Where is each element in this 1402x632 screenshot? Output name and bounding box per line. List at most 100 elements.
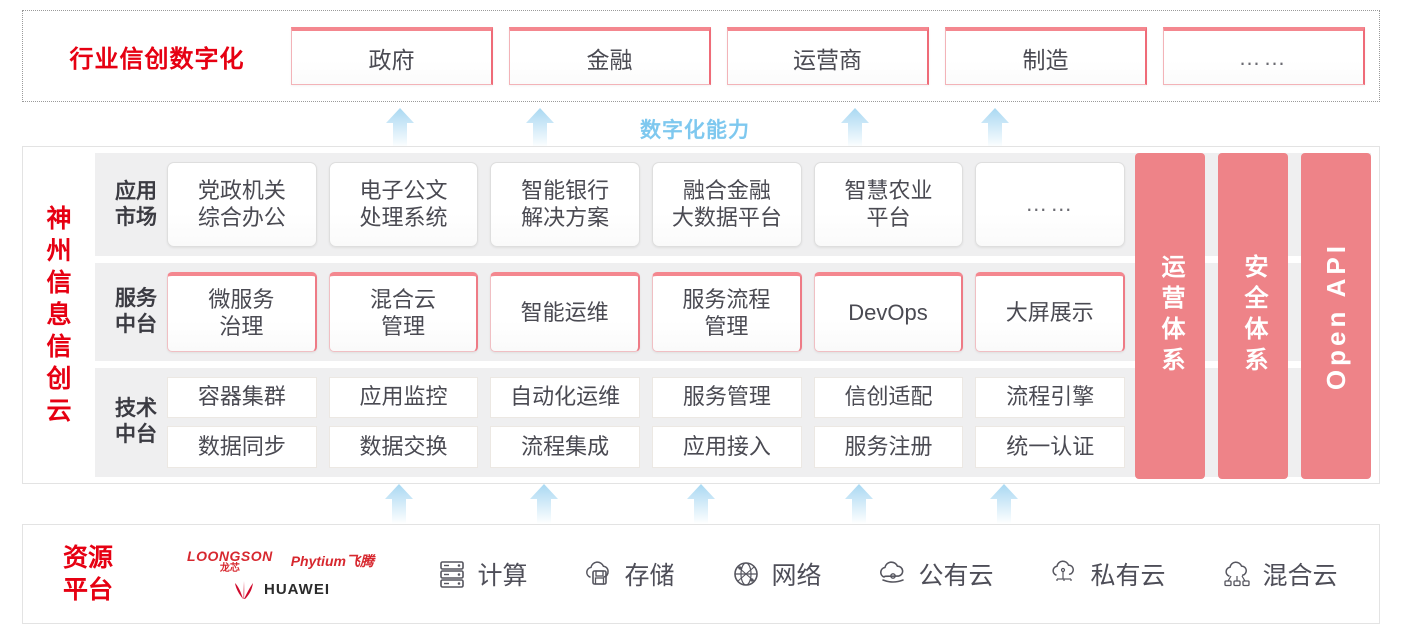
cell-line: 治理 <box>219 313 264 339</box>
cloud-title-char: 神 <box>46 205 72 233</box>
industry-box-finance[interactable]: 金融 <box>509 27 711 85</box>
up-arrow-icon <box>386 108 414 148</box>
resource-platform-title: 资源 平台 <box>23 542 153 607</box>
industry-box-manufacturing[interactable]: 制造 <box>945 27 1147 85</box>
industry-band-title: 行业信创数字化 <box>69 45 245 73</box>
resource-platform-section: 资源 平台 LOONGSON 龙芯 Phytium飞腾 HUAWEI <box>22 524 1380 624</box>
resource-item-private-cloud[interactable]: 私有云 <box>1048 556 1166 592</box>
up-arrow-icon <box>981 108 1009 148</box>
public-cloud-icon <box>880 561 905 583</box>
svc-cell-microservice-governance[interactable]: 微服务 治理 <box>167 272 317 352</box>
tech-cell-service-management[interactable]: 服务管理 <box>652 376 802 419</box>
layer-label-application-market: 应用 市场 <box>105 179 167 231</box>
huawei-petal-icon <box>235 580 253 599</box>
tech-cell-automated-ops[interactable]: 自动化运维 <box>490 376 641 419</box>
cloud-section-title: 神 州 信 息 信 创 云 <box>23 147 95 483</box>
upper-arrow-row <box>0 104 1402 148</box>
up-arrow-icon <box>385 484 413 524</box>
app-cell-edoc-system[interactable]: 电子公文 处理系统 <box>328 162 479 248</box>
svc-cell-large-screen-display[interactable]: 大屏展示 <box>975 272 1126 352</box>
vendor-row-top: LOONGSON 龙芯 Phytium飞腾 <box>187 549 374 574</box>
cell-line: 服务流程 <box>682 286 771 312</box>
layer-label-service-midplatform: 服务 中台 <box>105 286 167 338</box>
server-icon <box>440 561 465 588</box>
cell-line: 大数据平台 <box>671 204 782 230</box>
vendor-logo-group: LOONGSON 龙芯 Phytium飞腾 HUAWEI <box>153 549 408 600</box>
industry-box-more[interactable]: …… <box>1163 27 1365 85</box>
cell-line: 融合金融 <box>682 177 771 203</box>
tech-cell-process-engine[interactable]: 流程引擎 <box>975 376 1126 419</box>
layer-label-line: 中台 <box>115 313 157 337</box>
cell-line: 平台 <box>866 204 911 230</box>
huawei-logo: HUAWEI <box>231 580 330 600</box>
svc-cell-service-process-management[interactable]: 服务流程 管理 <box>652 272 802 352</box>
lower-arrow-row <box>0 484 1402 524</box>
resource-item-label: 公有云 <box>918 562 994 590</box>
tech-cell-service-registry[interactable]: 服务注册 <box>813 426 964 468</box>
pillar-open-api[interactable]: Open API <box>1301 153 1371 479</box>
industry-box-government[interactable]: 政府 <box>291 27 493 85</box>
cloud-section: 神 州 信 息 信 创 云 应用 市场 党政机关 综合办公 <box>22 146 1380 484</box>
cell-line: 党政机关 <box>197 177 286 203</box>
pillar-security-system[interactable]: 安全体系 <box>1218 153 1288 479</box>
cloud-layers: 应用 市场 党政机关 综合办公 电子公文 处理系统 <box>95 147 1379 483</box>
tech-cell-xinchuang-adaptation[interactable]: 信创适配 <box>813 376 964 419</box>
industry-box-carrier[interactable]: 运营商 <box>727 27 929 85</box>
hybrid-cloud-icon <box>1224 561 1251 587</box>
loongson-logo-text: LOONGSON <box>187 547 273 564</box>
cloud-title-char: 信 <box>46 269 72 297</box>
app-cell-more[interactable]: …… <box>975 162 1126 248</box>
up-arrow-icon <box>845 484 873 524</box>
pillar-label: 安全体系 <box>1240 254 1267 378</box>
cell-line: 智慧农业 <box>844 177 933 203</box>
tech-cell-data-exchange[interactable]: 数据交换 <box>328 426 479 468</box>
service-midplatform-cells: 微服务 治理 混合云 管理 智能运维 服务流程 <box>167 272 1361 352</box>
cell-line: 处理系统 <box>359 204 448 230</box>
resource-item-hybrid-cloud[interactable]: 混合云 <box>1220 556 1338 592</box>
cell-line: 解决方案 <box>521 204 610 230</box>
resource-item-storage[interactable]: 存储 <box>582 556 675 592</box>
tech-cell-unified-authentication[interactable]: 统一认证 <box>975 426 1126 468</box>
network-globe-icon <box>734 562 759 586</box>
cell-line: 微服务 <box>208 286 275 312</box>
cloud-title-char: 息 <box>46 301 72 329</box>
industry-band: 行业信创数字化 政府 金融 运营商 制造 …… <box>22 10 1380 102</box>
cell-line: 混合云 <box>370 286 437 312</box>
tech-cell-container-cluster[interactable]: 容器集群 <box>167 376 317 419</box>
huawei-logo-text: HUAWEI <box>264 581 330 598</box>
cloud-title-char: 创 <box>46 365 72 393</box>
resource-item-network[interactable]: 网络 <box>729 556 822 592</box>
tech-cell-application-access[interactable]: 应用接入 <box>652 426 802 468</box>
layer-label-line: 服务 <box>115 286 157 310</box>
pillar-label: 运营体系 <box>1157 254 1184 378</box>
cloud-title-char: 信 <box>46 333 72 361</box>
cloud-storage-icon <box>586 561 610 585</box>
svc-cell-hybrid-cloud-management[interactable]: 混合云 管理 <box>328 272 479 352</box>
layer-label-line: 应用 <box>115 179 157 203</box>
app-cell-party-government-office[interactable]: 党政机关 综合办公 <box>167 162 317 248</box>
tech-cell-data-sync[interactable]: 数据同步 <box>167 426 317 468</box>
svc-cell-devops[interactable]: DevOps <box>813 272 964 352</box>
app-cell-fintech-bigdata-platform[interactable]: 融合金融 大数据平台 <box>652 162 802 248</box>
resource-title-line: 平台 <box>62 576 113 604</box>
app-cell-smart-agriculture-platform[interactable]: 智慧农业 平台 <box>813 162 964 248</box>
cell-line: 综合办公 <box>197 204 286 230</box>
technology-row-1: 容器集群 应用监控 自动化运维 服务管理 信创适配 流程引擎 <box>167 376 1126 419</box>
tech-cell-application-monitoring[interactable]: 应用监控 <box>328 376 479 419</box>
cell-line: 管理 <box>704 313 749 339</box>
pillar-operations-system[interactable]: 运营体系 <box>1135 153 1205 479</box>
industry-box-list: 政府 金融 运营商 制造 …… <box>291 27 1379 85</box>
resource-title-line: 资源 <box>62 543 113 572</box>
private-cloud-icon <box>1052 560 1075 583</box>
layer-label-line: 技术 <box>115 397 157 421</box>
up-arrow-icon <box>530 484 558 524</box>
tech-cell-process-integration[interactable]: 流程集成 <box>490 426 641 468</box>
app-cell-smart-bank-solution[interactable]: 智能银行 解决方案 <box>490 162 641 248</box>
layer-label-line: 中台 <box>115 423 157 447</box>
resource-item-public-cloud[interactable]: 公有云 <box>876 556 994 592</box>
svc-cell-intelligent-ops[interactable]: 智能运维 <box>490 272 641 352</box>
technology-row-2: 数据同步 数据交换 流程集成 应用接入 服务注册 统一认证 <box>167 426 1126 468</box>
pillar-label: Open API <box>1320 241 1351 391</box>
resource-item-compute[interactable]: 计算 <box>435 556 528 592</box>
